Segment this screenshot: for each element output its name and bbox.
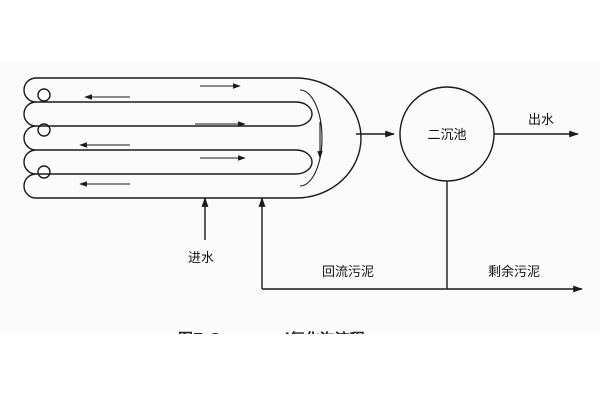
excess-sludge-label: 剩余污泥 (488, 264, 540, 280)
aerator-rotor-1 (37, 88, 51, 102)
channel-divider-upper (36, 101, 313, 127)
oxidation-ditch-outline (23, 77, 362, 199)
clarifier-label: 二沉池 (427, 128, 466, 143)
aerator-rotor-3 (37, 165, 51, 179)
return-sludge-label: 回流污泥 (322, 265, 374, 280)
figure-caption: 图7 Carrousel氧化沟流程 (178, 330, 365, 348)
outflow-label: 出水 (528, 113, 554, 128)
inflow-label: 进水 (188, 251, 214, 266)
aerator-rotor-2 (37, 123, 51, 137)
channel-turn-right (299, 89, 323, 187)
channel-divider-lower (36, 149, 313, 175)
